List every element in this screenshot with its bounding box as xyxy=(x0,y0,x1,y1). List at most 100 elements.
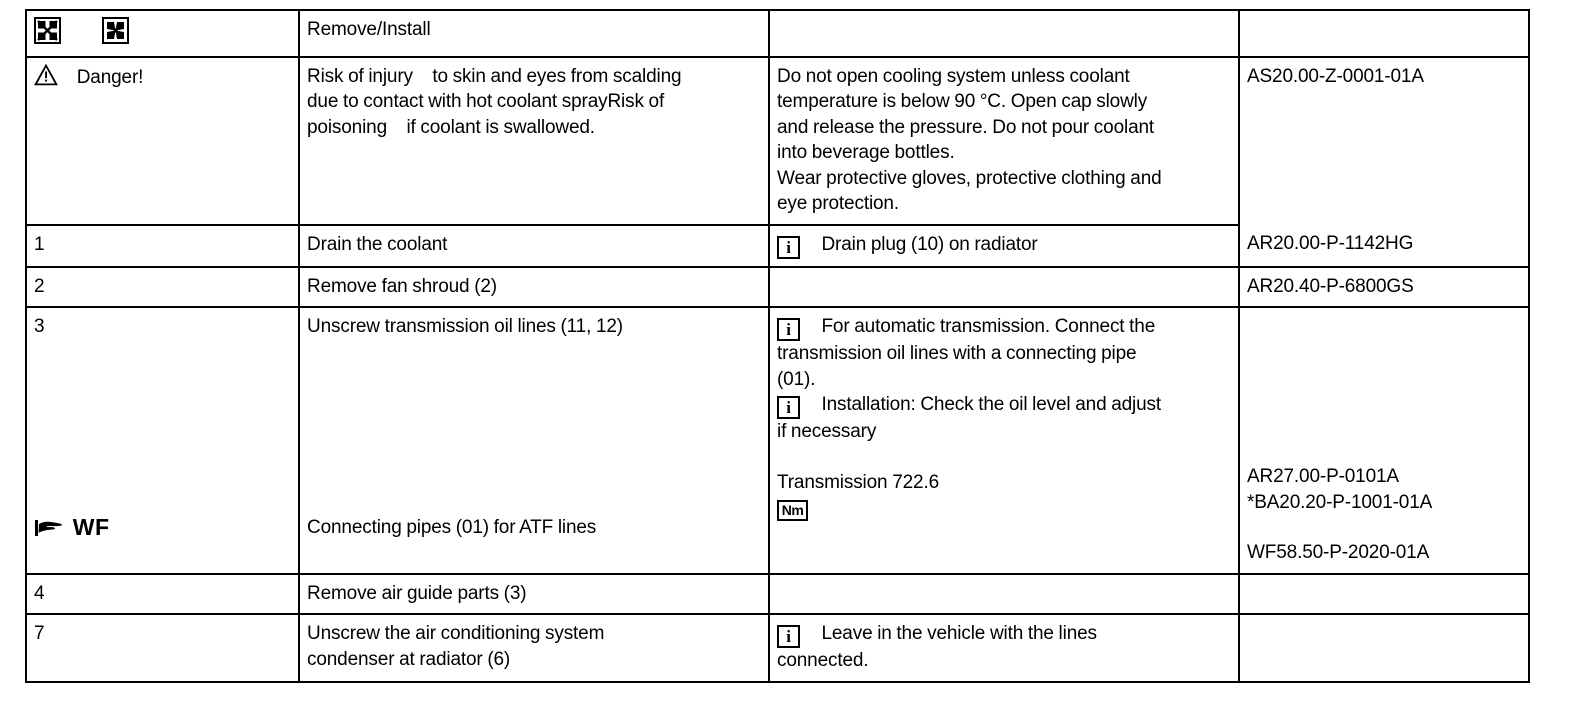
step-note-line-2: connected. xyxy=(777,650,869,671)
step-reference-line-3: WF58.50-P-2020-01A xyxy=(1247,542,1430,563)
wf-marker: WF xyxy=(34,513,291,543)
step-number: 2 xyxy=(34,275,45,297)
torque-nm-icon: Nm xyxy=(777,500,808,521)
layout-spacer xyxy=(307,365,761,390)
danger-note-line-3: and release the pressure. Do not pour co… xyxy=(777,116,1155,138)
step-reference-line-1: AR27.00-P-0101A xyxy=(1247,466,1399,487)
cell-step-1-note: i Drain plug (10) on radiator xyxy=(768,223,1240,268)
layout-spacer xyxy=(1247,364,1521,389)
cell-header-icons xyxy=(25,9,300,58)
table-row-step-2: 2 Remove fan shroud (2) AR20.40-P-6800GS xyxy=(25,265,1530,308)
layout-spacer xyxy=(307,465,761,490)
step-reference-line-2: *BA20.20-P-1001-01A xyxy=(1247,491,1433,513)
expand-arrows-icon[interactable] xyxy=(34,17,61,44)
warning-triangle-icon xyxy=(34,63,58,86)
step-reference-text: AR20.40-P-6800GS xyxy=(1247,275,1414,297)
step-number: 7 xyxy=(34,623,45,644)
layout-spacer xyxy=(34,440,291,465)
info-i-icon: i xyxy=(777,235,800,259)
cell-header-note xyxy=(768,9,1240,58)
step-note-group-a-line-2: transmission oil lines with a connecting… xyxy=(777,343,1137,364)
table-row-step-1: 1 Drain the coolant i Drain plug (10) on… xyxy=(25,223,1530,268)
danger-note-line-6: eye protection. xyxy=(777,193,899,214)
cell-step-3-note: i For automatic transmission. Connect th… xyxy=(768,306,1240,575)
danger-text-e: poisoning xyxy=(307,116,387,138)
cell-step-2-number: 2 xyxy=(25,265,300,308)
collapse-arrows-icon[interactable] xyxy=(102,17,130,44)
step-note-group-a-line-3: (01). xyxy=(777,368,816,390)
layout-spacer xyxy=(1247,515,1521,540)
wf-label: WF xyxy=(72,513,110,540)
danger-text-b: to skin and eyes from scalding xyxy=(432,65,682,87)
cell-step-2-operation: Remove fan shroud (2) xyxy=(298,265,770,308)
step-note-group-b-line-2: if necessary xyxy=(777,421,877,442)
torque-row: Nm xyxy=(777,495,1231,521)
cell-header-reference xyxy=(1238,9,1530,58)
layout-spacer xyxy=(34,490,291,515)
cell-step-4-operation: Remove air guide parts (3) xyxy=(298,572,770,615)
layout-spacer xyxy=(307,490,761,515)
step-operation-line-2: condenser at radiator (6) xyxy=(307,648,511,670)
layout-spacer xyxy=(34,365,291,390)
cell-step-7-reference xyxy=(1238,613,1530,683)
cell-step-3-operation: Unscrew transmission oil lines (11, 12) … xyxy=(298,306,770,575)
layout-spacer xyxy=(34,390,291,415)
danger-operation-line-2: due to contact with hot coolant sprayRis… xyxy=(307,89,761,115)
note-text: Installation: Check the oil level and ad… xyxy=(821,394,1162,415)
header-operation-text: Remove/Install xyxy=(307,19,431,40)
danger-text-c: due to contact with hot coolant spray xyxy=(307,91,608,112)
danger-text-a: Risk of injury xyxy=(307,65,413,87)
cell-step-1-operation: Drain the coolant xyxy=(298,223,770,268)
cell-step-4-reference xyxy=(1238,572,1530,615)
work-instruction-table: Remove/Install Danger! xyxy=(25,9,1530,683)
layout-spacer xyxy=(34,340,291,365)
layout-spacer xyxy=(307,390,761,415)
wf-operation-text: Connecting pipes (01) for ATF lines xyxy=(307,516,597,538)
danger-text-f: if coolant is swallowed. xyxy=(406,116,595,138)
danger-label: Danger! xyxy=(76,66,144,88)
layout-spacer xyxy=(34,465,291,490)
cell-header-operation: Remove/Install xyxy=(298,9,770,58)
step-note-group-a-line-1: i For automatic transmission. Connect th… xyxy=(777,314,1231,341)
step-operation-text: Remove air guide parts (3) xyxy=(307,582,527,604)
layout-spacer xyxy=(1247,389,1521,414)
step-note-group-b-line-1: i Installation: Check the oil level and … xyxy=(777,392,1231,419)
danger-operation-line-3: poisoning if coolant is swallowed. xyxy=(307,115,761,141)
step-operation-text: Remove fan shroud (2) xyxy=(307,275,497,297)
layout-spacer xyxy=(307,415,761,440)
table-row-step-3: 3 xyxy=(25,306,1530,575)
pointing-hand-icon xyxy=(34,517,64,539)
layout-spacer xyxy=(1247,439,1521,464)
info-i-icon: i xyxy=(777,318,800,341)
info-i-icon: i xyxy=(777,396,800,419)
cell-danger-label: Danger! xyxy=(25,55,300,226)
table-row-danger: Danger! Risk of injury to skin and eyes … xyxy=(25,55,1530,226)
layout-spacer xyxy=(307,340,761,365)
note-text: Leave in the vehicle with the lines xyxy=(821,623,1097,644)
note-text: For automatic transmission. Connect the xyxy=(821,316,1156,337)
transmission-text: Transmission 722.6 xyxy=(777,471,939,493)
table-row: Remove/Install xyxy=(25,9,1530,58)
step-operation-text: Unscrew transmission oil lines (11, 12) xyxy=(307,316,623,337)
info-i-icon: i xyxy=(777,625,800,648)
danger-note-line-5: Wear protective gloves, protective cloth… xyxy=(777,167,1162,189)
step-reference-text: AR20.00-P-1142HG xyxy=(1247,232,1414,254)
danger-note-line-1: Do not open cooling system unless coolan… xyxy=(777,65,1130,87)
step-note-line-1: i Leave in the vehicle with the lines xyxy=(777,621,1231,648)
cell-step-1-number: 1 xyxy=(25,223,300,268)
step-number: 3 xyxy=(34,316,45,337)
cell-step-1-reference: AR20.00-P-1142HG xyxy=(1238,224,1530,268)
step-note-text: Drain plug (10) on radiator xyxy=(821,233,1038,255)
step-number: 1 xyxy=(34,233,45,255)
danger-operation-line-1: Risk of injury to skin and eyes from sca… xyxy=(307,64,761,90)
layout-spacer xyxy=(34,415,291,440)
cell-danger-operation: Risk of injury to skin and eyes from sca… xyxy=(298,55,770,226)
table-row-step-4: 4 Remove air guide parts (3) xyxy=(25,572,1530,615)
cell-step-7-note: i Leave in the vehicle with the lines co… xyxy=(768,613,1240,683)
danger-note-line-4: into beverage bottles. xyxy=(777,142,955,163)
step-number: 4 xyxy=(34,582,45,604)
table-row-step-7: 7 Unscrew the air conditioning system co… xyxy=(25,613,1530,683)
step-operation-text: Drain the coolant xyxy=(307,233,448,255)
layout-spacer xyxy=(1247,339,1521,364)
